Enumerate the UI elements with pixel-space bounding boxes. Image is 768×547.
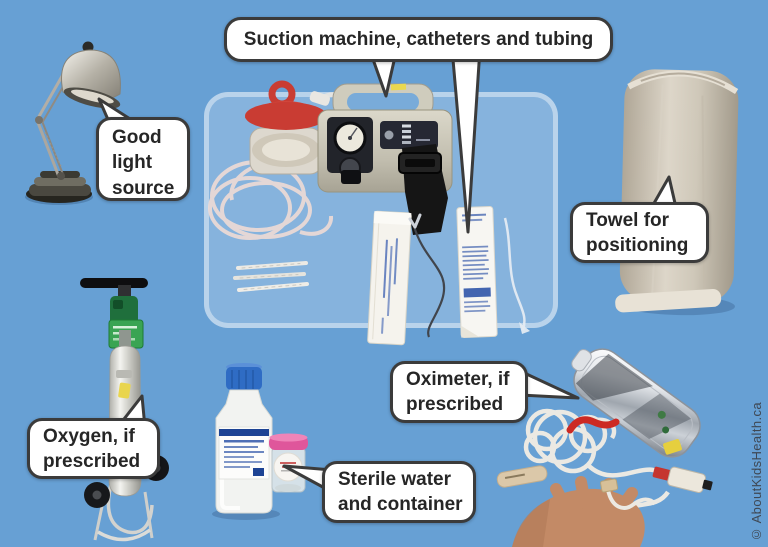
catheter-tube-dark xyxy=(408,213,446,338)
sterile-container xyxy=(269,433,308,493)
catheter-tube-clear xyxy=(503,217,530,334)
red-clip xyxy=(566,416,620,434)
callout-oxygen: Oxygen, if prescribed xyxy=(27,418,160,479)
oximeter-device xyxy=(571,348,701,458)
catheter-package-1 xyxy=(367,210,412,346)
callout-oximeter: Oximeter, if prescribed xyxy=(390,361,528,423)
callout-light-source: Good light source xyxy=(96,117,190,201)
sterile-water-bottle xyxy=(212,363,280,520)
catheter-package-2 xyxy=(456,206,498,338)
oximeter-probe-strip xyxy=(496,465,548,488)
callout-suction-machine: Suction machine, catheters and tubing xyxy=(224,17,613,62)
rolled-towel xyxy=(615,69,739,316)
suction-catheters xyxy=(233,261,309,292)
callout-towel: Towel for positioning xyxy=(570,202,709,263)
desk-lamp xyxy=(25,41,121,205)
tail-suction-right xyxy=(450,46,482,234)
suction-machine xyxy=(317,83,453,235)
oxygen-tank-on-cart xyxy=(80,278,169,542)
watermark: © AboutKidsHealth.ca xyxy=(749,401,764,542)
callout-sterile-water: Sterile water and container xyxy=(322,461,476,523)
child-hand xyxy=(512,476,657,547)
sensor-cable xyxy=(606,489,657,510)
cable-connector xyxy=(652,466,713,494)
yellow-tag xyxy=(663,439,682,455)
collection-canister xyxy=(245,80,331,175)
tail-oximeter xyxy=(518,369,580,400)
finger-sensor xyxy=(600,478,619,493)
pulse-oximeter xyxy=(496,348,713,547)
